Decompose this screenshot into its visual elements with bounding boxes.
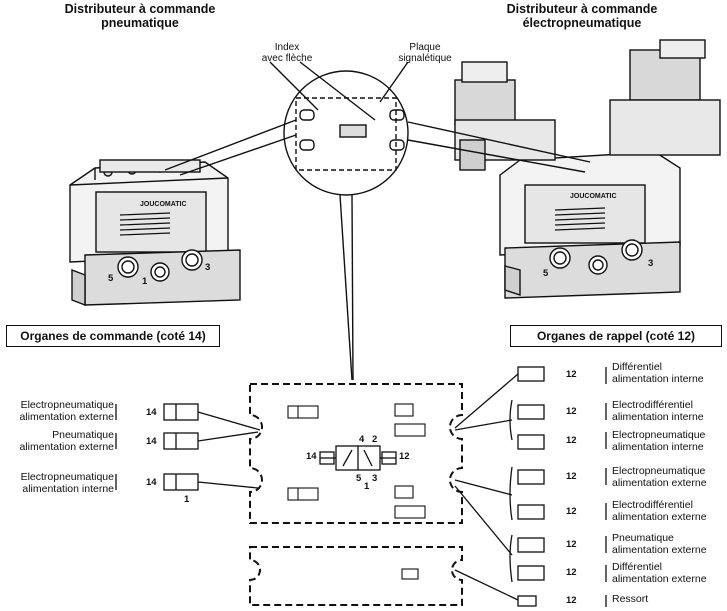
return-item-7-code: 12 — [566, 567, 577, 578]
return-item-2-code: 12 — [566, 406, 577, 417]
command-item-1-line2: alimentation externe — [19, 410, 114, 423]
return-item-7-line2: alimentation externe — [612, 572, 707, 585]
return-item-2-line2: alimentation interne — [612, 410, 704, 423]
command-item-3-line2: alimentation interne — [22, 482, 114, 495]
return-item-5: Electrodifférentiel alimentation externe — [612, 499, 707, 523]
command-symbols — [115, 403, 261, 491]
return-item-4-code: 12 — [566, 471, 577, 482]
return-item-8: Ressort — [612, 593, 649, 606]
command-item-3: Electropneumatique alimentation interne — [10, 471, 114, 495]
return-item-7-line1: Différentiel — [612, 561, 662, 573]
return-item-4: Electropneumatique alimentation externe — [612, 465, 707, 489]
return-item-6-code: 12 — [566, 539, 577, 550]
port-5-left: 5 — [108, 273, 114, 284]
pneumatic-valve-illustration — [69, 159, 241, 307]
return-item-7: Différentiel alimentation externe — [612, 561, 707, 585]
command-item-1: Electropneumatique alimentation externe — [10, 399, 114, 423]
command-item-2-code: 14 — [146, 436, 157, 447]
return-item-3: Electropneumatique alimentation interne — [612, 429, 706, 453]
callout-plaque-line2: signalétique — [398, 53, 452, 64]
return-item-5-line2: alimentation externe — [612, 510, 707, 523]
return-item-8-line1: Ressort — [612, 593, 649, 605]
center-valve-symbol — [319, 445, 397, 471]
return-item-3-line2: alimentation interne — [612, 440, 704, 453]
command-item-2-line1: Pneumatique — [52, 429, 114, 441]
port-1-left: 1 — [142, 276, 148, 287]
brand-right: JOUCOMATIC — [570, 193, 617, 200]
title-pneumatic-line2: pneumatique — [101, 16, 179, 30]
center-bottom-3: 3 — [372, 473, 378, 484]
center-left-code: 14 — [306, 451, 317, 462]
detail-magnifier — [164, 61, 591, 381]
return-item-8-code: 12 — [566, 595, 577, 606]
callout-index: Index avec flèche — [252, 42, 322, 64]
return-item-2: Electrodifférentiel alimentation interne — [612, 399, 704, 423]
callout-plaque: Plaque signalétique — [390, 42, 460, 64]
small-pilot-number: 1 — [184, 494, 190, 505]
return-item-6-line2: alimentation externe — [612, 543, 707, 556]
section-command-label: Organes de commande (coté 14) — [20, 329, 206, 343]
section-command: Organes de commande (coté 14) — [6, 325, 220, 347]
center-bottom-5: 5 — [356, 473, 362, 484]
title-pneumatic: Distributeur à commande pneumatique — [40, 2, 240, 30]
return-item-2-line1: Electrodifférentiel — [612, 399, 693, 411]
return-item-5-code: 12 — [566, 506, 577, 517]
center-top-4: 4 — [359, 434, 365, 445]
port-3-left: 3 — [205, 262, 211, 273]
return-item-6: Pneumatique alimentation externe — [612, 532, 707, 556]
callout-index-line2: avec flèche — [261, 53, 313, 64]
command-item-3-line1: Electropneumatique — [20, 471, 114, 483]
electropneumatic-valve-illustration — [454, 39, 721, 299]
return-item-1-line1: Différentiel — [612, 361, 662, 373]
callout-plaque-line1: Plaque — [409, 42, 441, 53]
command-item-1-code: 14 — [146, 407, 157, 418]
inner-symbols — [287, 403, 426, 580]
port-3-right: 3 — [648, 258, 654, 269]
command-item-2-line2: alimentation externe — [19, 440, 114, 453]
return-item-5-line1: Electrodifférentiel — [612, 499, 693, 511]
center-top-2: 2 — [372, 434, 378, 445]
return-assembly-outline — [249, 546, 463, 606]
return-symbols — [454, 366, 607, 607]
port-5-right: 5 — [543, 268, 549, 279]
brand-left: JOUCOMATIC — [140, 201, 187, 208]
return-item-6-line1: Pneumatique — [612, 532, 674, 544]
title-pneumatic-line1: Distributeur à commande — [64, 2, 216, 16]
center-right-code: 12 — [399, 451, 410, 462]
return-item-3-code: 12 — [566, 435, 577, 446]
return-item-4-line2: alimentation externe — [612, 476, 707, 489]
section-return-label: Organes de rappel (coté 12) — [536, 329, 696, 343]
return-item-4-line1: Electropneumatique — [612, 465, 706, 477]
command-assembly-outline — [249, 383, 463, 524]
center-bottom-1: 1 — [364, 481, 370, 492]
section-return: Organes de rappel (coté 12) — [510, 325, 722, 347]
return-item-1: Différentiel alimentation interne — [612, 361, 704, 385]
command-item-3-code: 14 — [146, 477, 157, 488]
title-electro-line1: Distributeur à commande — [506, 2, 658, 16]
title-electro-line2: électropneumatique — [522, 16, 642, 30]
return-item-1-line2: alimentation interne — [612, 372, 704, 385]
title-electropneumatic: Distributeur à commande électropneumatiq… — [482, 2, 682, 30]
return-item-3-line1: Electropneumatique — [612, 429, 706, 441]
callout-index-line1: Index — [274, 42, 300, 53]
command-item-2: Pneumatique alimentation externe — [10, 429, 114, 453]
return-item-1-code: 12 — [566, 369, 577, 380]
command-item-1-line1: Electropneumatique — [20, 399, 114, 411]
